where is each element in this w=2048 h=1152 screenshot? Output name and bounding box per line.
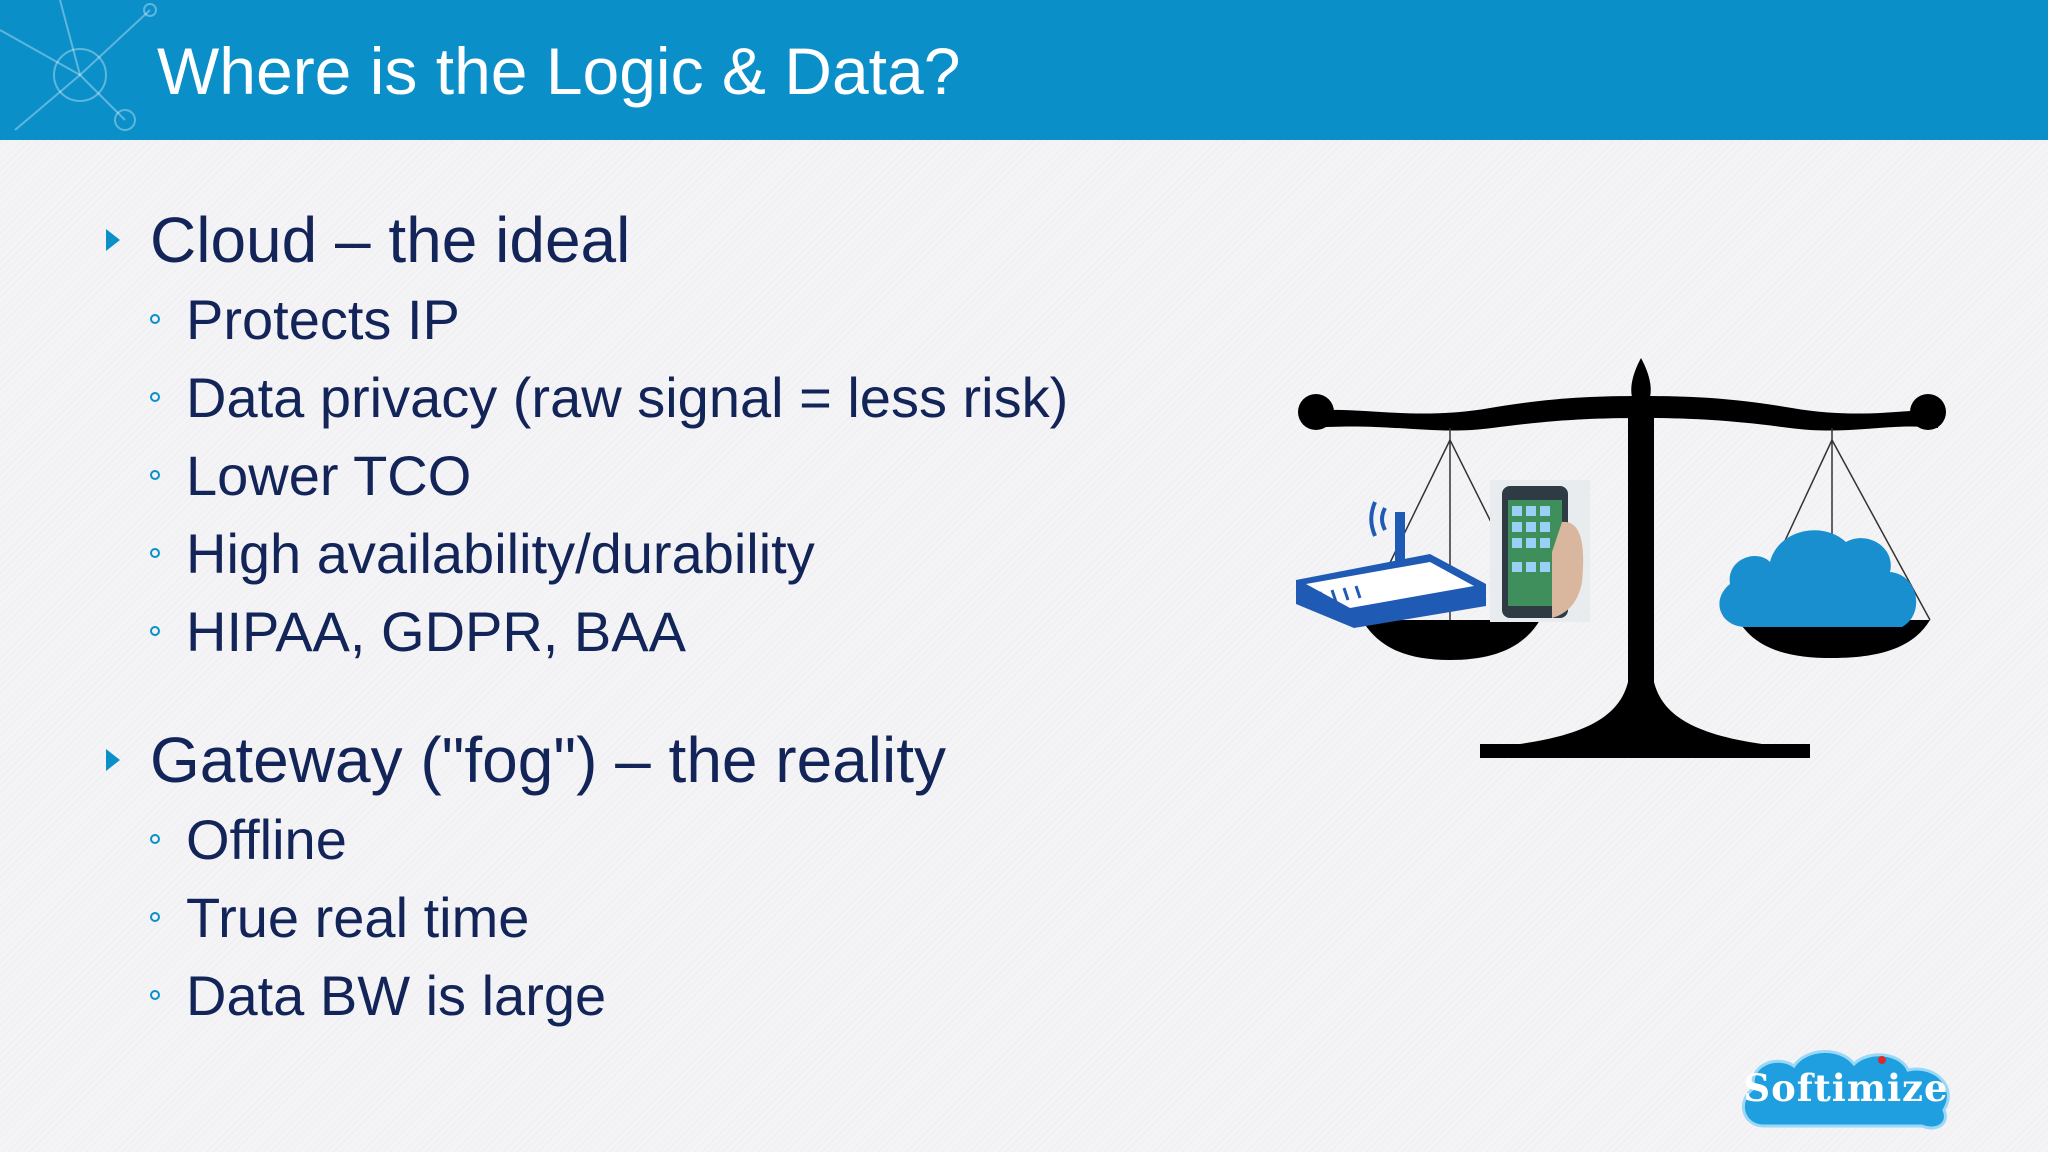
circle-bullet-icon [150, 392, 160, 402]
circle-bullet-icon [150, 548, 160, 558]
list-item: HIPAA, GDPR, BAA [150, 592, 1250, 670]
logo-cloud-icon [1742, 1050, 1950, 1130]
bullet-text: Data BW is large [186, 963, 607, 1027]
circle-bullet-icon [150, 834, 160, 844]
section-heading: Cloud – the ideal [150, 204, 631, 276]
list-item: Protects IP [150, 280, 1250, 358]
list-item: Data BW is large [150, 956, 1250, 1034]
list-item: True real time [150, 878, 1250, 956]
bullet-text: Offline [186, 807, 347, 871]
triangle-bullet-icon [106, 749, 120, 771]
title-bar: Where is the Logic & Data? [0, 0, 2048, 140]
balance-scale-icon [1296, 358, 1946, 758]
list-item: Offline [150, 800, 1250, 878]
circle-bullet-icon [150, 990, 160, 1000]
section-gateway: Gateway ("fog") – the reality Offline Tr… [100, 720, 1250, 1034]
circle-bullet-icon [150, 626, 160, 636]
circle-bullet-icon [150, 470, 160, 480]
slide-title: Where is the Logic & Data? [157, 34, 961, 108]
section-cloud: Cloud – the ideal Protects IP Data priva… [100, 200, 1250, 670]
router-icon [1296, 501, 1486, 628]
bullet-text: HIPAA, GDPR, BAA [186, 599, 686, 663]
network-nodes-icon [0, 0, 157, 131]
circle-bullet-icon [150, 314, 160, 324]
heading-item: Cloud – the ideal [100, 200, 1250, 280]
triangle-bullet-icon [106, 229, 120, 251]
softimize-logo: Softimize [1736, 1044, 1956, 1136]
section-heading: Gateway ("fog") – the reality [150, 724, 946, 796]
heading-item: Gateway ("fog") – the reality [100, 720, 1250, 800]
circle-bullet-icon [150, 912, 160, 922]
list-item: Data privacy (raw signal = less risk) [150, 358, 1250, 436]
bullet-text: Data privacy (raw signal = less risk) [186, 365, 1069, 429]
bullet-text: True real time [186, 885, 530, 949]
bullet-text: High availability/durability [186, 521, 815, 585]
list-item: Lower TCO [150, 436, 1250, 514]
bullet-text: Protects IP [186, 287, 460, 351]
bullet-text: Lower TCO [186, 443, 472, 507]
cloud-icon [1719, 530, 1917, 627]
smartphone-icon [1490, 480, 1590, 622]
list-item: High availability/durability [150, 514, 1250, 592]
bullet-content: Cloud – the ideal Protects IP Data priva… [100, 200, 1250, 1034]
logo-text: Softimize [1743, 1066, 1949, 1110]
